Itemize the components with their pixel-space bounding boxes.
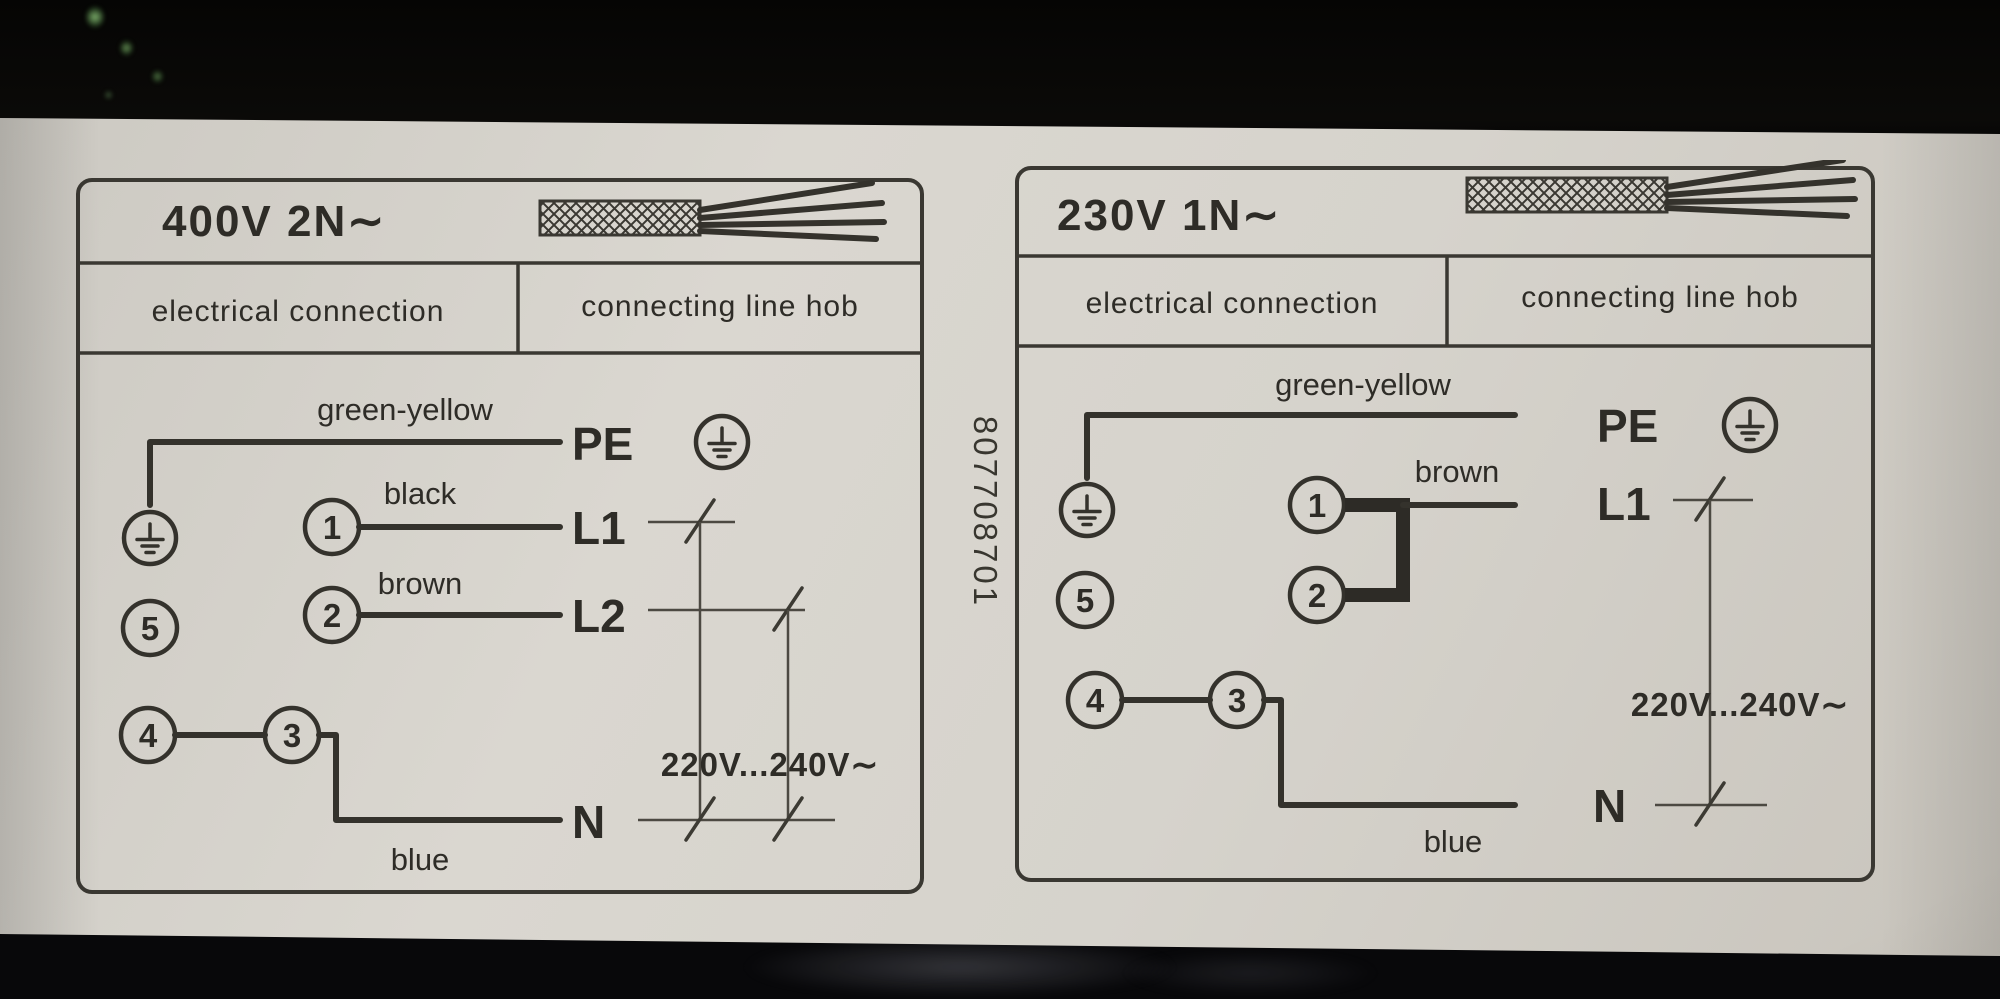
cable-icon bbox=[1465, 160, 1858, 219]
wire-label-brown: brown bbox=[1415, 454, 1499, 489]
l2-break-mark bbox=[772, 586, 804, 632]
bokeh-highlight bbox=[152, 70, 163, 83]
earth-ground-icon bbox=[1724, 399, 1776, 451]
terminal-n: N bbox=[572, 796, 605, 848]
svg-text:3: 3 bbox=[1228, 682, 1246, 719]
voltage-note: 220V...240V∼ bbox=[1631, 686, 1849, 723]
panel-230v-diagram: 230V 1N∼ electrical connection connectin… bbox=[1015, 160, 1875, 882]
terminal-l1: L1 bbox=[1597, 478, 1651, 530]
panel-400v-title: 400V 2N∼ bbox=[162, 197, 386, 246]
part-number: 807708701 bbox=[967, 415, 1004, 609]
bokeh-highlight bbox=[120, 40, 133, 56]
terminal-pe: PE bbox=[1597, 400, 1658, 452]
pin-circle-1: 1 bbox=[1287, 475, 1347, 535]
panel-400v-diagram: 400V 2N∼ electrical connection connectin… bbox=[76, 178, 924, 894]
wire-label-brown: brown bbox=[378, 566, 462, 601]
cable-icon bbox=[538, 180, 887, 242]
column-electrical-connection: electrical connection bbox=[1086, 287, 1379, 320]
blue-wire bbox=[316, 732, 563, 823]
voltage-span-lines bbox=[684, 522, 804, 842]
pin-circle-2: 2 bbox=[302, 585, 362, 645]
svg-text:1: 1 bbox=[323, 509, 341, 546]
svg-text:3: 3 bbox=[283, 717, 301, 754]
terminal-l2: L2 bbox=[572, 590, 626, 642]
svg-text:4: 4 bbox=[139, 717, 158, 754]
svg-text:1: 1 bbox=[1308, 487, 1326, 524]
pin-circle-2: 2 bbox=[1287, 565, 1347, 625]
svg-text:5: 5 bbox=[1076, 582, 1094, 619]
column-connecting-line-hob: connecting line hob bbox=[1521, 281, 1799, 314]
pin-circle-3: 3 bbox=[1207, 670, 1267, 730]
panel-230v-title: 230V 1N∼ bbox=[1057, 191, 1281, 240]
wire-label-black: black bbox=[384, 476, 457, 511]
earth-ground-icon bbox=[124, 512, 176, 564]
panel-230v-frame bbox=[1015, 166, 1875, 882]
svg-text:4: 4 bbox=[1086, 682, 1105, 719]
pin-circle-3: 3 bbox=[262, 705, 322, 765]
reflection-streak bbox=[740, 936, 1180, 998]
l1-break-mark bbox=[684, 498, 716, 544]
column-electrical-connection: electrical connection bbox=[152, 295, 445, 328]
pin-circle-1: 1 bbox=[302, 497, 362, 557]
wire-label-green-yellow: green-yellow bbox=[317, 392, 493, 427]
pin-circle-5: 5 bbox=[120, 598, 180, 658]
reflection-streak bbox=[1120, 950, 1380, 996]
earth-ground-icon bbox=[696, 416, 748, 468]
terminal-n: N bbox=[1593, 780, 1626, 832]
voltage-note: 220V...240V∼ bbox=[661, 746, 879, 783]
pin-circle-4: 4 bbox=[118, 705, 178, 765]
l1-break-mark bbox=[1694, 476, 1726, 522]
bokeh-highlight bbox=[86, 6, 104, 28]
wire-label-blue: blue bbox=[391, 842, 450, 877]
pin1-pin2-bridge bbox=[1345, 498, 1410, 602]
earth-ground-icon bbox=[1061, 484, 1113, 536]
panel-400v-frame bbox=[76, 178, 924, 894]
wire-label-green-yellow: green-yellow bbox=[1275, 367, 1451, 402]
terminal-pe: PE bbox=[572, 418, 633, 470]
bokeh-highlight bbox=[104, 90, 113, 100]
svg-text:2: 2 bbox=[1308, 577, 1326, 614]
wire-label-blue: blue bbox=[1424, 824, 1483, 859]
svg-text:2: 2 bbox=[323, 597, 341, 634]
blue-wire bbox=[1261, 697, 1518, 808]
pin-circle-4: 4 bbox=[1065, 670, 1125, 730]
voltage-span-lines bbox=[1694, 500, 1726, 827]
terminal-l1: L1 bbox=[572, 502, 626, 554]
column-connecting-line-hob: connecting line hob bbox=[581, 290, 859, 323]
svg-text:5: 5 bbox=[141, 610, 159, 647]
green-yellow-wire bbox=[147, 439, 563, 508]
pin-circle-5: 5 bbox=[1055, 570, 1115, 630]
green-yellow-wire bbox=[1084, 412, 1518, 481]
